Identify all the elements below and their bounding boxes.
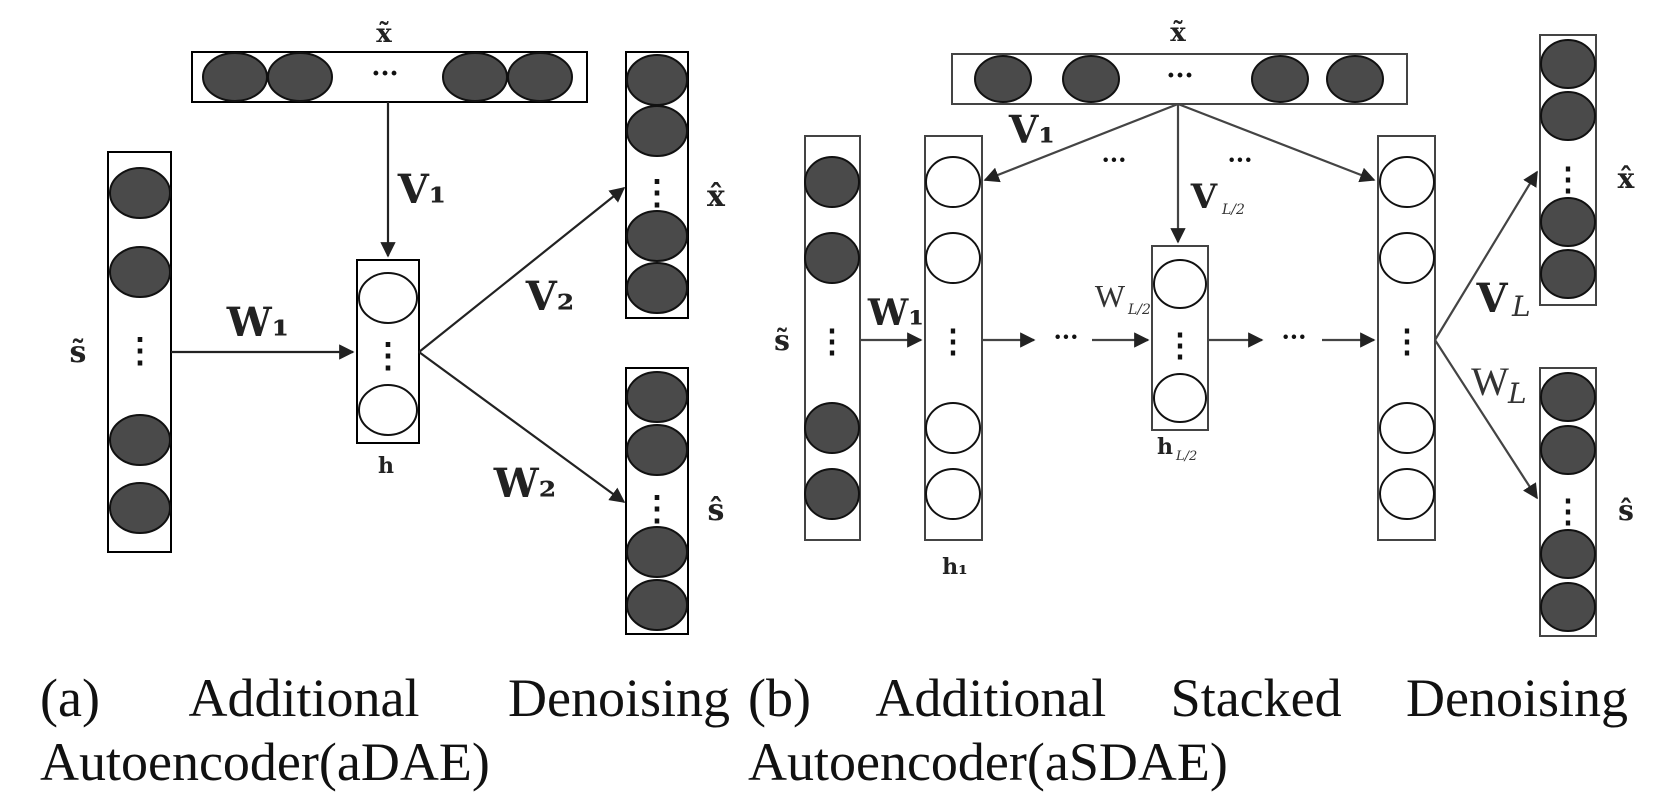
b-s-hat-layer: ⋮ bbox=[1539, 367, 1597, 637]
b-dots-left: ··· bbox=[1101, 145, 1126, 174]
b-W-mid-sub: L/2 bbox=[1127, 302, 1151, 318]
a-h-dots: ⋮ bbox=[371, 336, 405, 376]
b-h1-dots: ⋮ bbox=[937, 322, 969, 360]
b-WL-sub: L bbox=[1507, 377, 1527, 410]
caption-b: (b) Additional Stacked Denoising Autoenc… bbox=[748, 666, 1628, 794]
a-x-tilde-layer: ··· bbox=[191, 51, 588, 103]
a-x-hat-layer: ⋮ bbox=[625, 51, 689, 319]
b-xhat-dots: ⋮ bbox=[1552, 160, 1584, 198]
a-shat-dots: ⋮ bbox=[640, 489, 674, 529]
a-x-hat-label: x̂ bbox=[707, 179, 726, 214]
b-edge-VL bbox=[1434, 170, 1538, 341]
a-W2-label: W₂ bbox=[493, 460, 556, 507]
caption-a-line1: (a) Additional Denoising bbox=[40, 666, 730, 730]
caption-b-word-1: Additional bbox=[875, 668, 1107, 728]
a-s-tilde-layer: ⋮ bbox=[107, 151, 172, 553]
b-W-mid-label: W L/2 bbox=[1095, 278, 1151, 318]
a-W1-label: W₁ bbox=[226, 299, 289, 346]
b-V-mid-sub: L/2 bbox=[1221, 202, 1245, 218]
b-V-mid-letter: V bbox=[1190, 177, 1218, 217]
caption-a-word-0: (a) bbox=[40, 668, 100, 728]
b-chain-dots-1: ··· bbox=[1053, 322, 1078, 351]
b-hlast-dots: ⋮ bbox=[1391, 322, 1423, 360]
b-edge-V1 bbox=[983, 102, 1179, 183]
a-hidden-layer-h: ⋮ bbox=[356, 259, 420, 444]
caption-b-line1: (b) Additional Stacked Denoising bbox=[748, 666, 1628, 730]
b-chain-dots-2: ··· bbox=[1281, 322, 1306, 351]
b-WL-letter: W bbox=[1471, 359, 1509, 404]
b-hidden-layer-last: ⋮ bbox=[1377, 135, 1436, 541]
b-h1-label: h₁ bbox=[942, 554, 968, 580]
b-V1-label: V₁ bbox=[1008, 107, 1055, 152]
caption-b-line2: Autoencoder(aSDAE) bbox=[748, 732, 1228, 792]
b-hidden-layer-h1: ⋮ bbox=[924, 135, 983, 541]
b-VL-sub: L bbox=[1511, 290, 1531, 323]
panel-b-aSDAE: ··· x̃ ⋮ s̃ ⋮ h₁ ⋮ bbox=[774, 18, 1635, 637]
b-s-dots: ⋮ bbox=[816, 322, 848, 360]
a-edge-W2 bbox=[418, 351, 626, 503]
a-edge-V2 bbox=[418, 187, 626, 353]
b-x-tilde-label: x̃ bbox=[1170, 18, 1186, 48]
b-h-mid-letter: h bbox=[1157, 434, 1173, 460]
caption-b-word-2: Stacked bbox=[1170, 668, 1342, 728]
b-dots-right: ··· bbox=[1227, 145, 1252, 174]
caption-b-word-3: Denoising bbox=[1405, 668, 1628, 728]
b-x-dots: ··· bbox=[1166, 61, 1193, 91]
a-x-tilde-label: x̃ bbox=[376, 19, 392, 49]
a-V1-label: V₁ bbox=[397, 166, 447, 213]
autoencoder-diagram: ··· x̃ ⋮ s̃ ⋮ h ⋮ bbox=[70, 18, 1635, 637]
b-s-hat-label: ŝ bbox=[1618, 494, 1634, 527]
b-h-mid-sub: L/2 bbox=[1175, 449, 1197, 464]
b-h-mid-label: h L/2 bbox=[1157, 434, 1197, 464]
b-edge-WL bbox=[1434, 339, 1538, 500]
b-V-mid-label: V L/2 bbox=[1190, 177, 1245, 218]
b-edge-V-last bbox=[1177, 102, 1376, 183]
b-W-mid-letter: W bbox=[1095, 278, 1126, 314]
panel-a-aDAE: ··· x̃ ⋮ s̃ ⋮ h ⋮ bbox=[70, 19, 726, 635]
b-WL-label: W L bbox=[1471, 359, 1526, 410]
a-s-hat-layer: ⋮ bbox=[625, 367, 689, 635]
a-x-dots: ··· bbox=[371, 59, 398, 89]
caption-a-word-1: Additional bbox=[188, 668, 420, 728]
a-xhat-dots: ⋮ bbox=[640, 173, 674, 213]
a-V2-label: V₂ bbox=[525, 273, 575, 320]
a-h-label: h bbox=[378, 453, 394, 479]
a-s-dots: ⋮ bbox=[123, 331, 157, 371]
b-hidden-layer-h-mid: ⋮ bbox=[1151, 245, 1209, 431]
b-x-hat-label: x̂ bbox=[1618, 162, 1635, 195]
caption-a-line2: Autoencoder(aDAE) bbox=[40, 732, 490, 792]
b-W1-label: W₁ bbox=[867, 292, 924, 334]
b-s-tilde-layer: ⋮ bbox=[804, 135, 861, 541]
caption-a: (a) Additional Denoising Autoencoder(aDA… bbox=[40, 666, 730, 794]
caption-a-word-2: Denoising bbox=[507, 668, 730, 728]
b-x-tilde-layer: ··· bbox=[951, 53, 1408, 105]
b-hmid-dots: ⋮ bbox=[1164, 326, 1196, 364]
caption-b-word-0: (b) bbox=[748, 668, 811, 728]
b-VL-label: V L bbox=[1475, 275, 1530, 323]
a-s-hat-label: ŝ bbox=[708, 493, 725, 528]
b-s-tilde-label: s̃ bbox=[774, 324, 790, 357]
b-VL-letter: V bbox=[1475, 275, 1508, 322]
a-s-tilde-label: s̃ bbox=[70, 335, 87, 370]
b-x-hat-layer: ⋮ bbox=[1539, 34, 1597, 306]
b-shat-dots: ⋮ bbox=[1552, 492, 1584, 530]
